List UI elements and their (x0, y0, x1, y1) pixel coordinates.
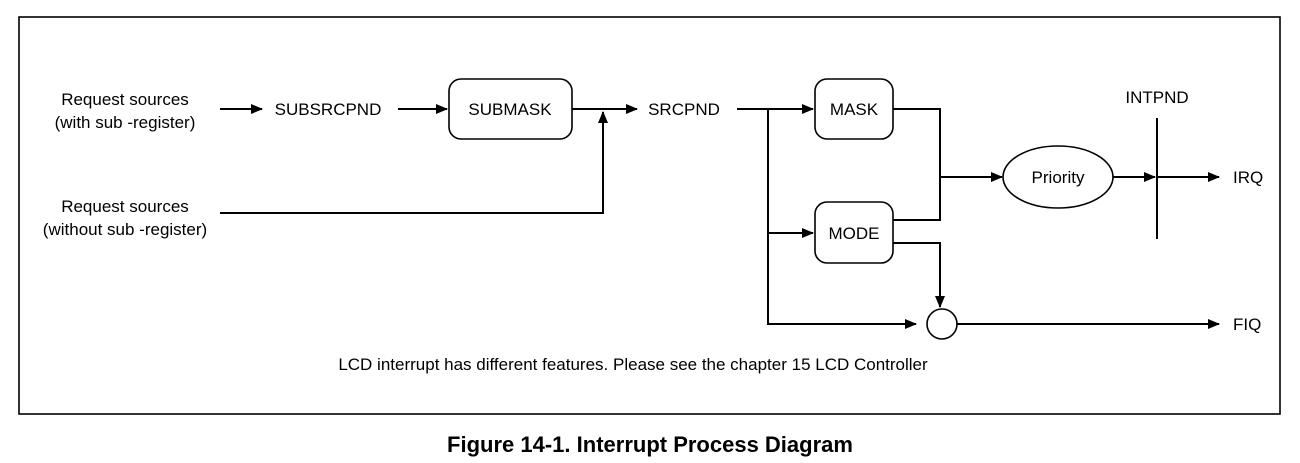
srcpnd-label: SRCPND (648, 100, 720, 119)
sources-with-sub-line2: (with sub -register) (55, 113, 196, 132)
mode-label: MODE (829, 224, 880, 243)
priority-label: Priority (1032, 168, 1085, 187)
line-mode-to-gate (893, 242, 945, 308)
irq-label: IRQ (1233, 168, 1263, 187)
figure-caption: Figure 14-1. Interrupt Process Diagram (447, 432, 853, 457)
line-mask-to-priority (893, 108, 941, 221)
sources-without-sub-line2: (without sub -register) (43, 220, 207, 239)
fiq-gate-circle (926, 308, 958, 340)
lcd-note: LCD interrupt has different features. Pl… (338, 355, 928, 374)
subsrcpnd-label: SUBSRCPND (275, 100, 382, 119)
sources-with-sub-line1: Request sources (61, 90, 189, 109)
fiq-label: FIQ (1233, 315, 1261, 334)
line-srcpnd-trunk (737, 108, 917, 329)
line-without-sub-to-srcpnd (220, 111, 608, 214)
mask-label: MASK (830, 100, 879, 119)
intpnd-label: INTPND (1125, 88, 1188, 107)
mode-box (814, 201, 894, 264)
sources-without-sub-line1: Request sources (61, 197, 189, 216)
diagram-frame (18, 16, 1281, 415)
submask-label: SUBMASK (468, 100, 552, 119)
